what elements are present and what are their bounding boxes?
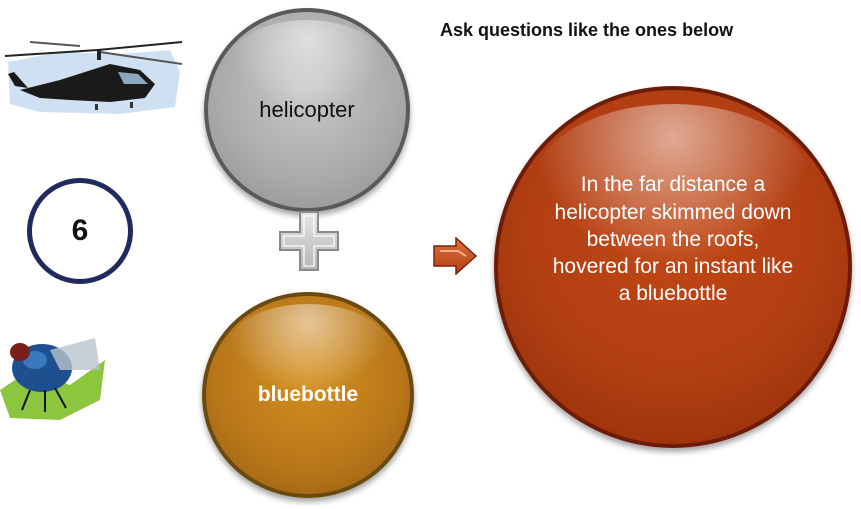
instruction-heading: Ask questions like the ones below bbox=[440, 20, 734, 40]
number-badge: 6 bbox=[27, 178, 133, 284]
helicopter-image bbox=[4, 41, 183, 114]
helicopter-word: helicopter bbox=[259, 97, 355, 122]
bluebottle-fly-image bbox=[0, 338, 105, 420]
bluebottle-bubble: bluebottle bbox=[202, 292, 414, 498]
bluebottle-word: bluebottle bbox=[257, 383, 359, 406]
plus-icon bbox=[279, 211, 339, 271]
sentence-bubble: In the far distance a helicopter skimmed… bbox=[494, 86, 852, 448]
helicopter-bubble: helicopter bbox=[204, 8, 410, 212]
arrow-right-icon bbox=[433, 237, 478, 275]
number-label: 6 bbox=[71, 214, 89, 247]
sentence-text: In the far distance a helicopter skimmed… bbox=[552, 173, 794, 306]
